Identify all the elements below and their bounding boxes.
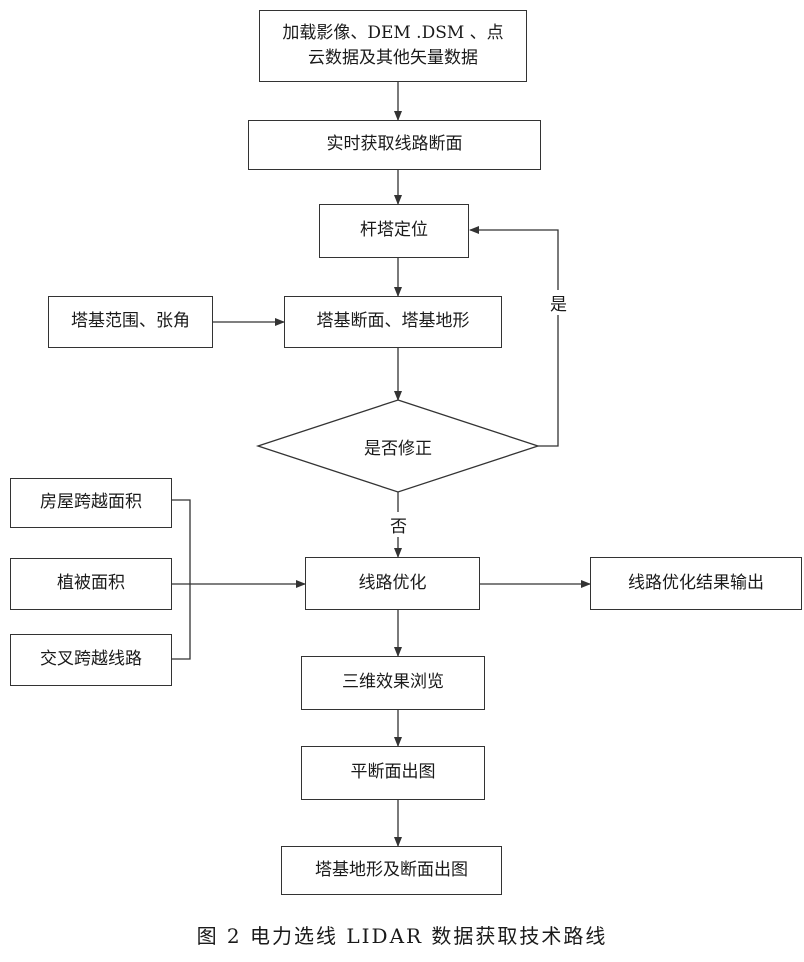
tower-base-section-label: 塔基断面、塔基地形 xyxy=(316,311,470,332)
result-output-label: 线路优化结果输出 xyxy=(628,572,764,593)
load-data-line2: 云数据及其他矢量数据 xyxy=(308,48,478,68)
tower-position-label: 杆塔定位 xyxy=(360,220,428,241)
house-cross-area-label: 房屋跨越面积 xyxy=(40,492,142,513)
load-data-line1: 加载影像、DEM .DSM 、点 xyxy=(282,22,504,43)
get-section-label: 实时获取线路断面 xyxy=(326,134,463,155)
view-3d-label: 三维效果浏览 xyxy=(342,672,444,693)
figure-caption: 图 2 电力选线 LIDAR 数据获取技术路线 xyxy=(196,924,608,948)
tower-terrain-map-box: 塔基地形及断面出图 xyxy=(281,846,502,895)
route-optimization-label: 线路优化 xyxy=(358,572,427,593)
bracket-factors xyxy=(172,499,191,660)
tower-base-range-box: 塔基范围、张角 xyxy=(48,296,213,348)
house-cross-area-box: 房屋跨越面积 xyxy=(10,478,172,528)
view-3d-box: 三维效果浏览 xyxy=(301,656,485,710)
load-data-box: 加载影像、DEM .DSM 、点 云数据及其他矢量数据 xyxy=(259,10,527,82)
decision-diamond xyxy=(255,399,541,493)
vegetation-area-box: 植被面积 xyxy=(10,558,172,610)
decision-label: 是否修正 xyxy=(364,439,432,459)
result-output-box: 线路优化结果输出 xyxy=(590,557,802,610)
no-label: 否 xyxy=(388,512,409,537)
plan-section-map-box: 平断面出图 xyxy=(301,746,485,800)
vegetation-area-label: 植被面积 xyxy=(57,573,125,594)
tower-terrain-map-label: 塔基地形及断面出图 xyxy=(315,859,468,880)
arrow-yes-loop xyxy=(469,226,559,447)
yes-label: 是 xyxy=(548,290,569,315)
cross-line-label: 交叉跨越线路 xyxy=(40,649,142,670)
tower-base-section-box: 塔基断面、塔基地形 xyxy=(284,296,502,348)
tower-position-box: 杆塔定位 xyxy=(319,204,469,258)
cross-line-box: 交叉跨越线路 xyxy=(10,634,172,686)
route-optimization-box: 线路优化 xyxy=(305,557,480,610)
plan-section-map-label: 平断面出图 xyxy=(350,762,436,783)
get-section-box: 实时获取线路断面 xyxy=(248,120,541,170)
tower-base-range-label: 塔基范围、张角 xyxy=(71,311,190,332)
